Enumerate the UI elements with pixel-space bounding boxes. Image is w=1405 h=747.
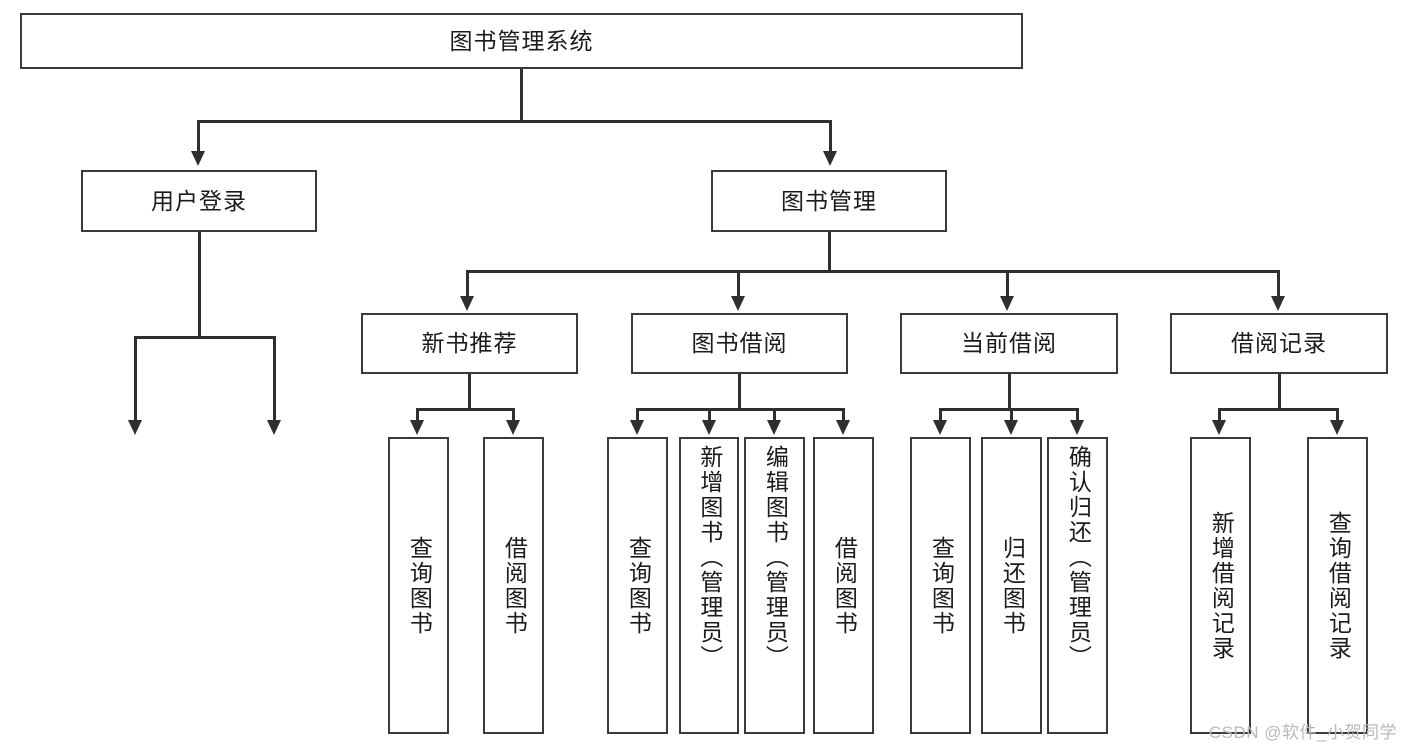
connector-bb-to-borrow-book	[842, 408, 845, 422]
connector-book-borrow-bus	[636, 408, 844, 411]
arrowhead-cb-confirm-return	[1070, 420, 1084, 435]
leaf-nbr-query-book[interactable]: 查询图书	[388, 437, 449, 734]
arrowhead-cb-query-book	[933, 420, 947, 435]
connector-user-login-to-logout	[273, 336, 276, 422]
leaf-br-query-borrow-record[interactable]: 查询借阅记录	[1307, 437, 1368, 734]
connector-root-stem	[520, 69, 523, 120]
connector-root-to-book-management	[829, 120, 832, 153]
connector-borrow-record-bus	[1218, 408, 1338, 411]
connector-cb-to-return-book	[1010, 408, 1013, 422]
node-book-management[interactable]: 图书管理	[711, 170, 947, 232]
connector-nbr-to-query-book	[416, 408, 419, 422]
leaf-cb-query-book[interactable]: 查询图书	[910, 437, 971, 734]
arrowhead-user-login	[191, 151, 205, 166]
connector-bb-to-edit-book	[773, 408, 776, 422]
connector-to-book-borrow	[737, 270, 740, 298]
leaf-bb-edit-book-admin[interactable]: 编辑图书（管理员）	[744, 437, 805, 734]
leaf-bb-add-book-admin[interactable]: 新增图书（管理员）	[679, 437, 739, 734]
arrowhead-book-borrow	[731, 296, 745, 311]
connector-level3-bus	[466, 270, 1280, 273]
connector-br-to-add-record	[1218, 408, 1221, 422]
arrowhead-leaf-logout	[267, 420, 281, 435]
arrowhead-bb-query-book	[630, 420, 644, 435]
connector-bb-to-add-book	[708, 408, 711, 422]
connector-current-borrow-stem	[1008, 374, 1011, 408]
arrowhead-leaf-user-login	[128, 420, 142, 435]
connector-to-borrow-record	[1277, 270, 1280, 298]
leaf-bb-query-book[interactable]: 查询图书	[607, 437, 668, 734]
connector-root-to-user-login	[197, 120, 200, 153]
connector-book-borrow-stem	[738, 374, 741, 408]
node-book-borrow[interactable]: 图书借阅	[631, 313, 848, 374]
arrowhead-nbr-query-book	[410, 420, 424, 435]
connector-user-login-stem	[198, 232, 201, 336]
leaf-cb-confirm-return-admin[interactable]: 确认归还（管理员）	[1047, 437, 1108, 734]
connector-br-to-query-record	[1336, 408, 1339, 422]
arrowhead-cb-return-book	[1004, 420, 1018, 435]
connector-to-new-book-recommend	[466, 270, 469, 298]
leaf-br-add-borrow-record[interactable]: 新增借阅记录	[1190, 437, 1251, 734]
arrowhead-new-book-recommend	[460, 296, 474, 311]
connector-cb-to-query-book	[939, 408, 942, 422]
connector-nbr-to-borrow-book	[512, 408, 515, 422]
arrowhead-bb-edit-book	[767, 420, 781, 435]
arrowhead-book-management	[823, 151, 837, 166]
leaf-nbr-borrow-book[interactable]: 借阅图书	[483, 437, 544, 734]
connector-to-current-borrow	[1006, 270, 1009, 298]
leaf-cb-return-book[interactable]: 归还图书	[981, 437, 1042, 734]
connector-new-book-recommend-bus	[416, 408, 514, 411]
arrowhead-br-add-record	[1212, 420, 1226, 435]
connector-user-login-bus	[134, 336, 275, 339]
arrowhead-bb-add-book	[702, 420, 716, 435]
connector-bb-to-query-book	[636, 408, 639, 422]
leaf-bb-borrow-book[interactable]: 借阅图书	[813, 437, 874, 734]
node-current-borrow[interactable]: 当前借阅	[900, 313, 1118, 374]
arrowhead-nbr-borrow-book	[506, 420, 520, 435]
arrowhead-br-query-record	[1330, 420, 1344, 435]
arrowhead-borrow-record	[1271, 296, 1285, 311]
node-new-book-recommend[interactable]: 新书推荐	[361, 313, 578, 374]
connector-current-borrow-bus	[939, 408, 1078, 411]
connector-cb-to-confirm-return	[1076, 408, 1079, 422]
node-borrow-record[interactable]: 借阅记录	[1170, 313, 1388, 374]
connector-borrow-record-stem	[1278, 374, 1281, 408]
node-root-book-management-system[interactable]: 图书管理系统	[20, 13, 1023, 69]
connector-new-book-recommend-stem	[468, 374, 471, 408]
connector-book-management-stem	[828, 232, 831, 270]
arrowhead-current-borrow	[1000, 296, 1014, 311]
connector-user-login-to-login	[134, 336, 137, 422]
arrowhead-bb-borrow-book	[836, 420, 850, 435]
node-user-login[interactable]: 用户登录	[81, 170, 317, 232]
connector-root-bus	[197, 120, 831, 123]
